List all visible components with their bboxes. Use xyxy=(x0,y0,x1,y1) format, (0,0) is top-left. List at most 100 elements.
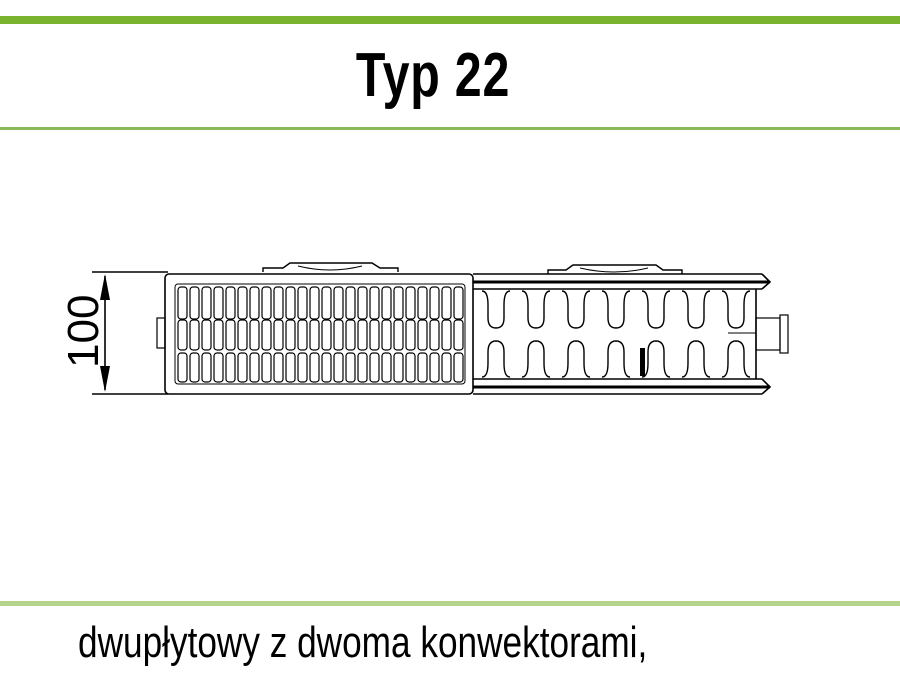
fin-slot xyxy=(345,286,356,320)
fin-slot xyxy=(261,286,272,320)
fin-slot xyxy=(441,319,452,351)
title-divider xyxy=(0,127,900,130)
fin-slot xyxy=(357,286,368,320)
fin-slot xyxy=(189,319,200,351)
fin-slot xyxy=(249,352,260,383)
convector-wave-lower xyxy=(561,340,591,378)
dimension-arrow-bottom xyxy=(100,366,110,392)
convector-wave-upper xyxy=(721,290,751,329)
right-panel xyxy=(473,264,789,395)
description-caption: dwupłytowy z dwoma konwektorami, xyxy=(78,618,648,667)
fin-slot xyxy=(189,352,200,383)
fin-slot xyxy=(321,319,332,351)
top-accent-bar xyxy=(0,16,900,24)
fin-slot xyxy=(357,319,368,351)
footer-divider xyxy=(0,601,900,606)
page-title: Typ 22 xyxy=(355,41,511,110)
fin-slot xyxy=(441,286,452,320)
fin-slot xyxy=(453,352,464,383)
fin-slot xyxy=(273,319,284,351)
fin-slot xyxy=(417,319,428,351)
fin-slot xyxy=(429,286,440,320)
fin-slot xyxy=(237,319,248,351)
fin-slot xyxy=(177,319,188,351)
dimension-arrow-top xyxy=(100,274,110,300)
convector-wave-lower xyxy=(721,340,751,378)
weld-mark xyxy=(640,348,645,376)
convector-wave-upper xyxy=(561,290,591,329)
fin-slot xyxy=(393,319,404,351)
fin-slot xyxy=(429,352,440,383)
convector-wave-upper xyxy=(481,290,511,329)
fin-slot xyxy=(453,286,464,320)
fin-slot xyxy=(237,286,248,320)
fin-slot xyxy=(249,319,260,351)
fin-slot xyxy=(417,352,428,383)
fin-slot xyxy=(273,352,284,383)
fin-slot xyxy=(393,286,404,320)
left-convector-fins xyxy=(177,286,464,383)
fin-slot xyxy=(249,286,260,320)
fin-slot xyxy=(177,286,188,320)
fin-slot xyxy=(333,286,344,320)
fin-slot xyxy=(213,319,224,351)
convector-wave-upper xyxy=(681,290,711,329)
fin-slot xyxy=(225,319,236,351)
fin-slot xyxy=(381,352,392,383)
fin-slot xyxy=(201,286,212,320)
fin-slot xyxy=(213,286,224,320)
fin-slot xyxy=(309,286,320,320)
fin-slot xyxy=(237,352,248,383)
fin-slot xyxy=(405,286,416,320)
fin-slot xyxy=(381,286,392,320)
fin-slot xyxy=(381,319,392,351)
fin-slot xyxy=(369,319,380,351)
convector-wave-lower xyxy=(481,340,511,378)
fin-slot xyxy=(369,286,380,320)
fin-slot xyxy=(309,319,320,351)
convector-wave-upper xyxy=(521,290,551,329)
fin-slot xyxy=(405,352,416,383)
convector-wave-lower xyxy=(641,340,671,378)
fin-slot xyxy=(177,352,188,383)
fin-slot xyxy=(285,319,296,351)
fin-slot xyxy=(297,352,308,383)
convector-wave-lower xyxy=(521,340,551,378)
fin-slot xyxy=(201,352,212,383)
fin-slot xyxy=(285,286,296,320)
fin-slot xyxy=(189,286,200,320)
fin-slot xyxy=(429,319,440,351)
fin-slot xyxy=(201,319,212,351)
fin-slot xyxy=(297,286,308,320)
fin-slot xyxy=(225,352,236,383)
convector-wave-upper xyxy=(601,290,631,329)
fin-slot xyxy=(309,352,320,383)
fin-slot xyxy=(225,286,236,320)
fin-slot xyxy=(261,352,272,383)
convector-wave-lower xyxy=(601,340,631,378)
right-convector-fins xyxy=(481,290,751,378)
convector-wave-upper xyxy=(641,290,671,329)
fin-slot xyxy=(345,319,356,351)
fin-slot xyxy=(333,352,344,383)
fin-slot xyxy=(321,286,332,320)
left-panel xyxy=(156,262,474,395)
fin-slot xyxy=(213,352,224,383)
fin-slot xyxy=(297,319,308,351)
dimension-label: 100 xyxy=(59,295,108,368)
fin-slot xyxy=(321,352,332,383)
fin-slot xyxy=(369,352,380,383)
fin-slot xyxy=(273,286,284,320)
fin-slot xyxy=(393,352,404,383)
fin-slot xyxy=(261,319,272,351)
fin-slot xyxy=(417,286,428,320)
fin-slot xyxy=(357,352,368,383)
fin-slot xyxy=(333,319,344,351)
fin-slot xyxy=(345,352,356,383)
fin-slot xyxy=(441,352,452,383)
fin-slot xyxy=(405,319,416,351)
fin-slot xyxy=(453,319,464,351)
fin-slot xyxy=(285,352,296,383)
convector-wave-lower xyxy=(681,340,711,378)
